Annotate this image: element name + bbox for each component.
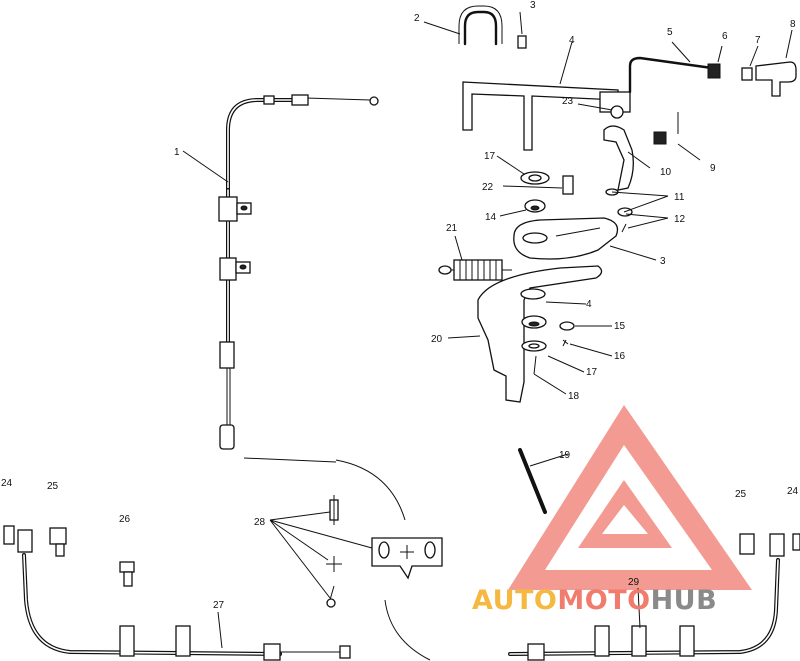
callout-17-lower: 17 [586, 367, 598, 378]
callout-7: 7 [755, 35, 761, 46]
mounting-bracket-part [371, 537, 443, 580]
callout-4-lower: 4 [586, 299, 592, 310]
callout-5: 5 [667, 27, 673, 38]
bushing-part [517, 35, 527, 49]
callout-20: 20 [431, 334, 443, 345]
callout-28: 28 [254, 517, 266, 528]
callout-3-lower: 3 [660, 256, 666, 267]
watermark-brand-text: AUTOMOTOHUB [472, 585, 717, 616]
callout-1: 1 [174, 147, 180, 158]
watermark-logo-icon [508, 405, 752, 590]
callout-21: 21 [446, 223, 458, 234]
callout-3: 3 [530, 0, 536, 11]
callout-6: 6 [722, 31, 728, 42]
callout-24-right: 24 [787, 486, 799, 497]
clip-hardware [326, 495, 342, 608]
callout-18: 18 [568, 391, 580, 402]
callout-25-right: 25 [735, 489, 747, 500]
ratchet-plate-part [513, 217, 619, 260]
dashed-connector [243, 457, 337, 463]
leader-lines [182, 11, 793, 649]
ratchet-pawl-part [603, 105, 667, 191]
callout-8: 8 [790, 19, 796, 30]
callout-26: 26 [119, 514, 131, 525]
clevis-part-left [49, 527, 67, 557]
callout-2: 2 [414, 13, 420, 24]
brake-cable-assembly [218, 94, 379, 450]
watermark-hub: HUB [651, 585, 718, 616]
callout-17-upper: 17 [484, 151, 496, 162]
callout-12: 12 [674, 214, 686, 225]
arc-guide-upper [335, 459, 406, 521]
rod-part [518, 448, 547, 514]
callout-14: 14 [485, 212, 497, 223]
main-lever-bracket-part [477, 265, 603, 403]
callout-19: 19 [559, 450, 571, 461]
bolt-part-left [3, 525, 15, 545]
watermark-moto: MOTO [557, 585, 650, 616]
callout-11: 11 [674, 192, 685, 203]
callout-4: 4 [569, 35, 575, 46]
u-bracket-part [458, 5, 503, 46]
watermark-auto: AUTO [472, 585, 557, 616]
arc-guide-lower [384, 599, 431, 661]
stud-part [119, 561, 135, 587]
callout-29: 29 [628, 577, 640, 588]
callout-9: 9 [710, 163, 716, 174]
spring-part [438, 259, 512, 281]
rear-cable-right [508, 533, 800, 661]
callout-22: 22 [482, 182, 494, 193]
rear-cable-left [17, 529, 351, 661]
handle-rod-part [628, 56, 797, 97]
callout-labels: 1 2 3 4 5 6 7 8 23 9 10 17 22 11 14 12 2… [1, 0, 799, 611]
callout-27: 27 [213, 600, 225, 611]
callout-16: 16 [614, 351, 626, 362]
callout-10: 10 [660, 167, 672, 178]
callout-24-left: 24 [1, 478, 13, 489]
callout-23: 23 [562, 96, 574, 107]
bracket-lever-part [462, 81, 631, 151]
callout-15: 15 [614, 321, 626, 332]
callout-25-left: 25 [47, 481, 59, 492]
